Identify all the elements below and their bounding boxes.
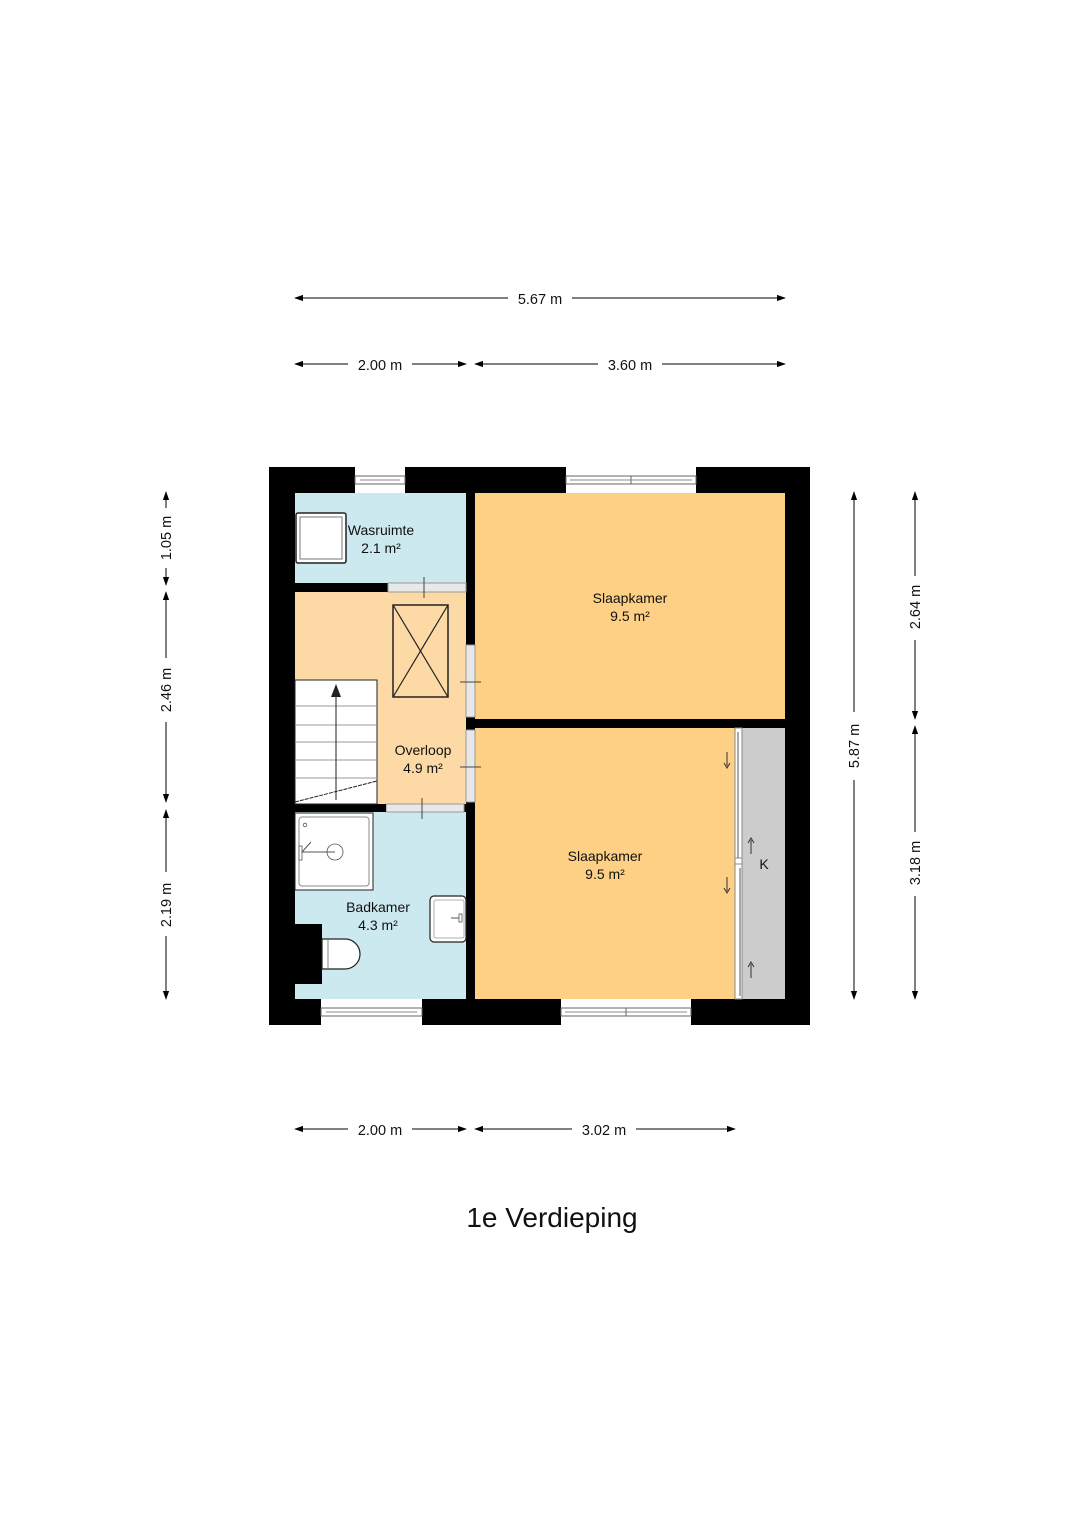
room-slaapkamer-1 xyxy=(475,493,785,719)
dimension-label: 2.19 m xyxy=(159,883,175,927)
toilet-icon xyxy=(282,924,361,984)
arrow-down-icon xyxy=(723,752,731,769)
shower-icon xyxy=(294,812,374,891)
stairwell-void-icon xyxy=(392,604,449,698)
arrow-up-icon xyxy=(747,961,755,978)
dimension-right-top: 2.64 m xyxy=(908,491,924,720)
arrow-up-icon xyxy=(747,837,755,854)
dimension-top-total: 5.67 m xyxy=(294,292,786,308)
dimension-bottom-right: 3.02 m xyxy=(474,1123,736,1139)
window-bottom-left xyxy=(320,999,423,1025)
arrow-down-icon xyxy=(723,877,731,894)
window-bottom-right xyxy=(560,999,692,1025)
floor-title: 1e Verdieping xyxy=(466,1202,637,1233)
staircase-icon xyxy=(294,679,378,805)
sink-icon xyxy=(429,895,467,943)
dimension-top-left: 2.00 m xyxy=(294,358,467,374)
room-area-badkamer: 4.3 m² xyxy=(358,917,398,933)
room-name-slaapkamer-1: Slaapkamer xyxy=(593,590,668,606)
dimension-left-bottom: 2.19 m xyxy=(159,809,175,1000)
wall-segment xyxy=(295,804,386,812)
dimension-label: 2.64 m xyxy=(908,585,924,629)
dimension-left-top: 1.05 m xyxy=(159,491,175,586)
door-wasruimte xyxy=(387,577,467,598)
room-area-wasruimte: 2.1 m² xyxy=(361,540,401,556)
dimension-left-middle: 2.46 m xyxy=(159,591,175,803)
closet-sliding-doors xyxy=(734,727,743,1000)
dimension-label: 3.18 m xyxy=(908,841,924,885)
room-slaapkamer-2 xyxy=(475,728,735,999)
room-name-slaapkamer-2: Slaapkamer xyxy=(568,848,643,864)
dimension-label: 3.60 m xyxy=(608,358,652,374)
room-name-overloop: Overloop xyxy=(395,742,452,758)
window-top-left xyxy=(354,467,406,493)
room-area-slaapkamer-1: 9.5 m² xyxy=(610,608,650,624)
closet-k xyxy=(742,728,785,999)
room-area-overloop: 4.9 m² xyxy=(403,760,443,776)
dimension-label: 5.67 m xyxy=(518,292,562,308)
dimension-label: 2.46 m xyxy=(159,668,175,712)
dimension-right-bottom: 3.18 m xyxy=(908,725,924,1000)
window-top-right xyxy=(565,467,697,493)
room-name-badkamer: Badkamer xyxy=(346,899,410,915)
closet-label: K xyxy=(759,856,769,872)
door-slaapkamer-1 xyxy=(460,644,481,718)
room-area-slaapkamer-2: 9.5 m² xyxy=(585,866,625,882)
dimension-label: 5.87 m xyxy=(847,724,863,768)
door-slaapkamer-2 xyxy=(460,729,481,803)
room-name-wasruimte: Wasruimte xyxy=(348,522,415,538)
dimension-label: 1.05 m xyxy=(159,516,175,560)
dimension-right-total: 5.87 m xyxy=(847,491,863,1000)
washing-machine-icon xyxy=(295,512,347,564)
dimension-label: 3.02 m xyxy=(582,1123,626,1139)
dimension-top-right: 3.60 m xyxy=(474,358,786,374)
dimension-bottom-left: 2.00 m xyxy=(294,1123,467,1139)
dimension-label: 2.00 m xyxy=(358,358,402,374)
dimension-label: 2.00 m xyxy=(358,1123,402,1139)
